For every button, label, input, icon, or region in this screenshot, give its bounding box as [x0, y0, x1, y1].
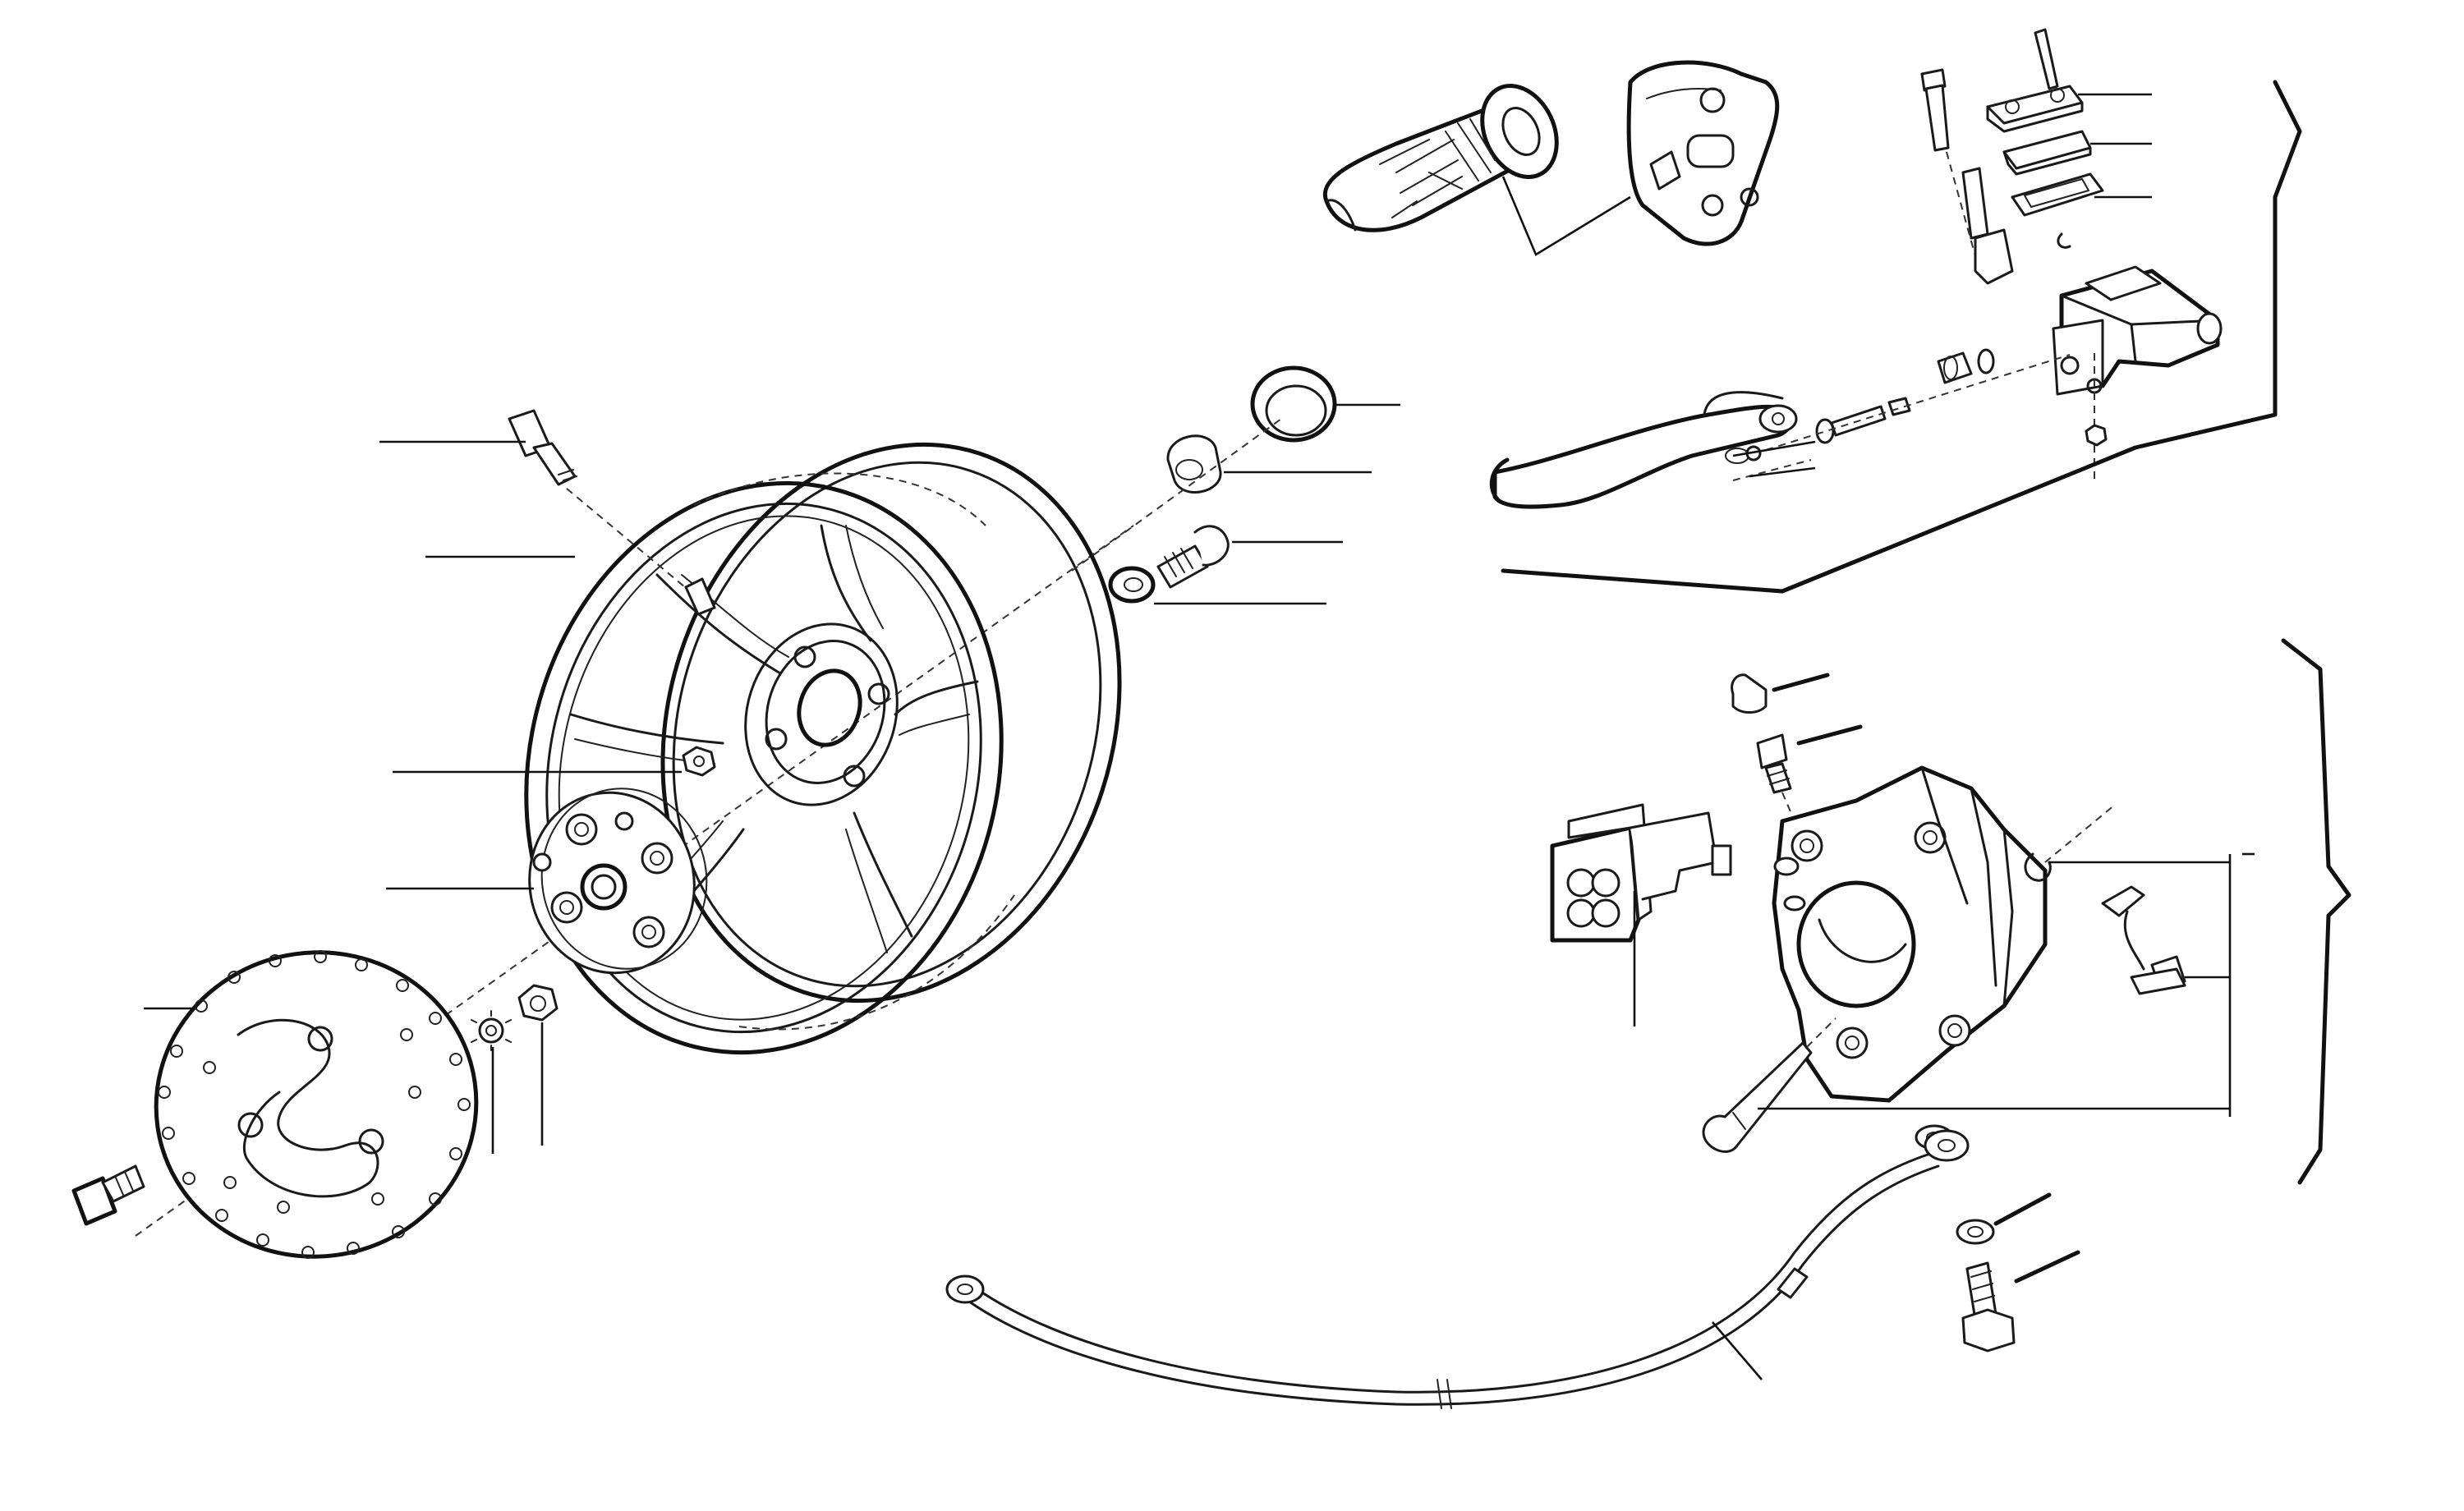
- axle-nut: [517, 984, 559, 1022]
- lock-washer: [471, 1010, 512, 1051]
- switch-housing: [1501, 60, 1780, 256]
- wheel-rim-and-tyre: [524, 442, 1122, 1055]
- bleeder-screw: [1756, 724, 1863, 822]
- circlip: [2024, 804, 2116, 882]
- brake-disc: [154, 950, 479, 1259]
- master-cylinder: [1725, 265, 2223, 481]
- front-wheel-assembly: [71, 365, 1400, 1259]
- handlebar-leader-lines: [1501, 80, 2302, 594]
- brake-disc-hub: [528, 788, 708, 975]
- diaphragm: [1920, 68, 2104, 285]
- hub-nut: [682, 746, 716, 777]
- banjo-bolt: [1961, 1250, 2080, 1353]
- caliper-leader-lines: [1758, 638, 2351, 1185]
- reservoir-cap: [1986, 28, 2084, 133]
- caliper-pin: [1702, 1017, 1837, 1153]
- brake-disc-holes: [158, 950, 471, 1259]
- handlebar-controls: [1322, 28, 2302, 594]
- bleeder-cap: [1731, 673, 1830, 714]
- brake-hose: [945, 1129, 1970, 1409]
- oil-seal: [1250, 365, 1337, 443]
- cap-plate: [2002, 130, 2092, 176]
- valve-stem: [508, 409, 716, 616]
- pad-spring: [2101, 885, 2186, 995]
- brake-caliper: [1772, 765, 2048, 1103]
- wheel-leader-lines: [144, 403, 1400, 1154]
- disc-bolt: [71, 1164, 145, 1226]
- throttle-grip: [1322, 84, 1559, 232]
- brake-caliper-assembly: [945, 638, 2351, 1409]
- spacer-washer: [1108, 566, 1156, 604]
- brake-lever: [1489, 391, 1798, 509]
- axle-spacer-nut: [1166, 434, 1222, 494]
- brake-pads: [1550, 803, 1732, 1026]
- axle-bolt: [1156, 525, 1230, 589]
